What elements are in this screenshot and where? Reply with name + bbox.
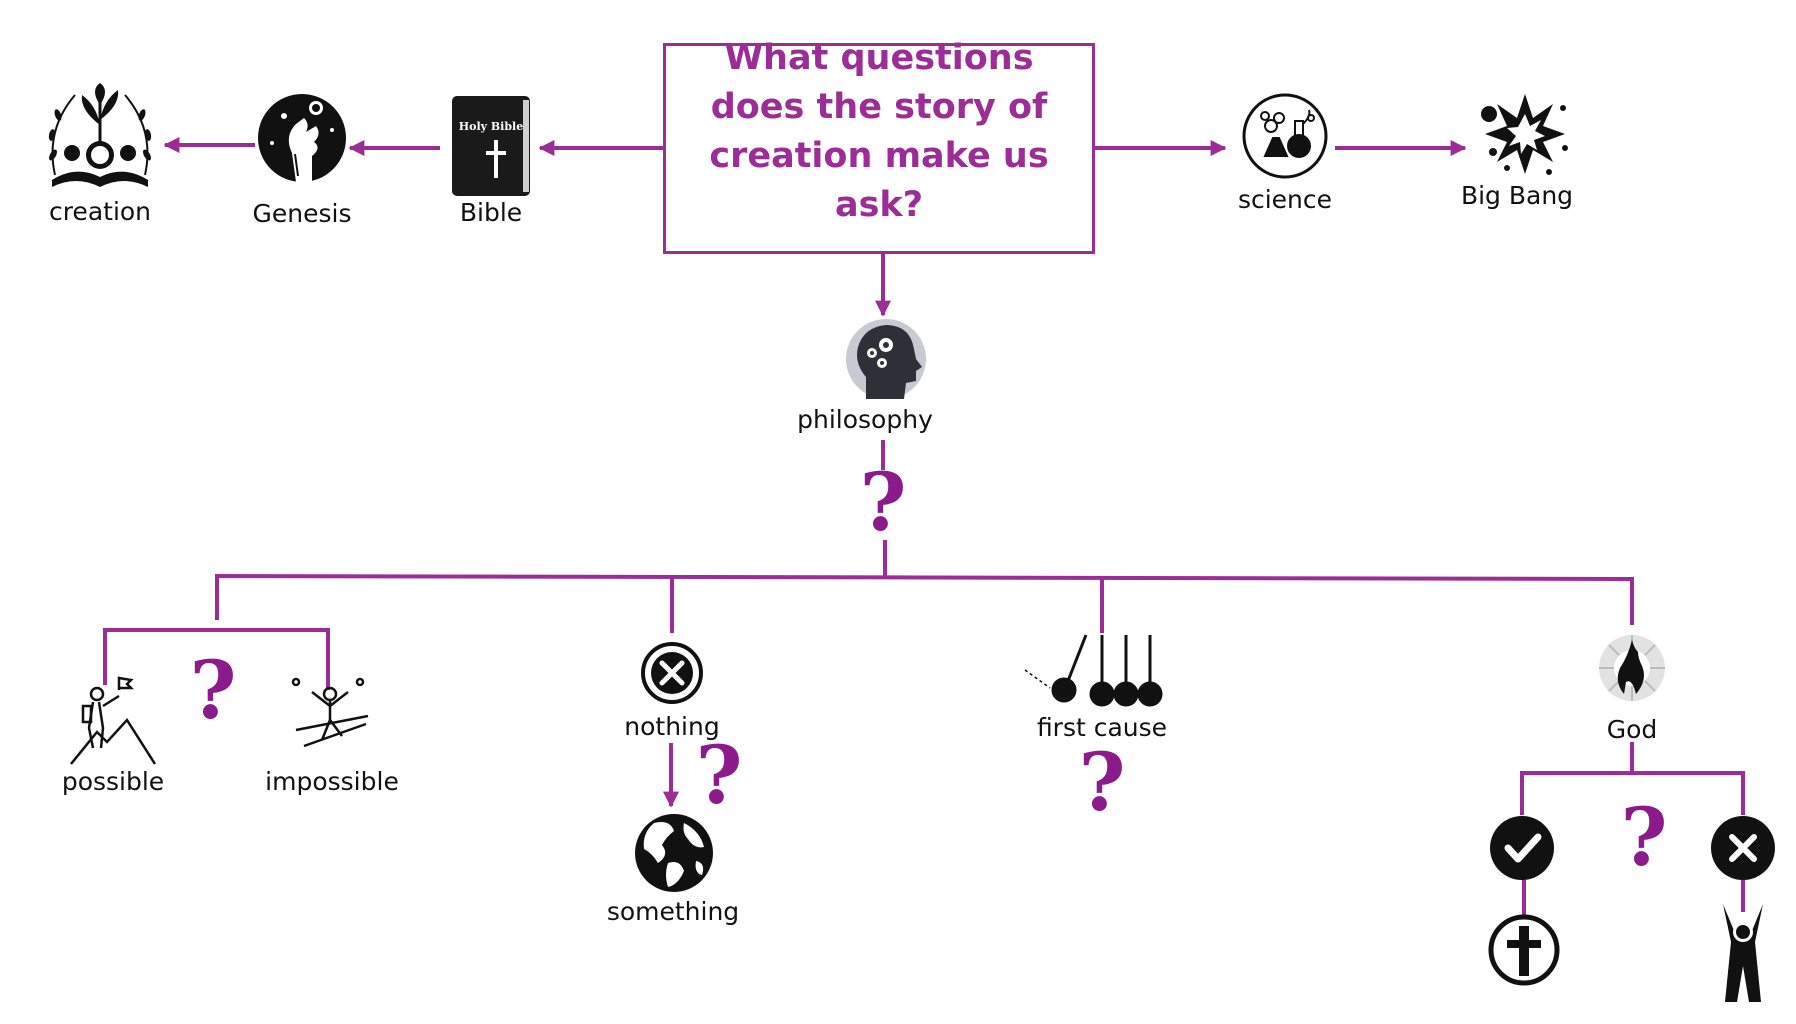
connectors [103, 137, 1745, 920]
possible-impossible-bar [103, 628, 330, 690]
title-box: What questions does the story of creatio… [663, 38, 1095, 254]
philosophy-icon [846, 319, 926, 399]
creation-icon [48, 83, 152, 187]
something-icon [635, 814, 713, 892]
impossible-icon [291, 677, 369, 748]
label-nothing: nothing [624, 712, 720, 741]
label-philosophy: philosophy [797, 405, 933, 434]
big-bang-icon [1481, 94, 1568, 175]
question-mark-philosophy: ? [859, 455, 907, 549]
label-god: God [1606, 715, 1658, 744]
label-genesis: Genesis [252, 199, 352, 228]
genesis-icon [258, 94, 346, 182]
label-science: science [1237, 185, 1333, 214]
label-impossible: impossible [265, 767, 399, 796]
happy-human-icon [1723, 904, 1763, 1002]
label-creation: creation [48, 197, 152, 226]
label-something: something [606, 897, 740, 926]
question-mark-god: ? [1620, 790, 1668, 884]
label-first-cause: first cause [1036, 713, 1168, 742]
label-bible: Bible [459, 198, 523, 227]
question-mark-first-cause: ? [1078, 735, 1126, 829]
yes-icon [1490, 816, 1554, 880]
god-yes-no-bar [1520, 771, 1745, 815]
nothing-icon [641, 642, 703, 704]
label-possible: possible [61, 767, 165, 796]
no-icon [1711, 816, 1775, 880]
main-branch-bar [215, 573, 1634, 625]
bible-cover-text: Holy Bible [459, 120, 523, 133]
label-big-bang: Big Bang [1460, 181, 1574, 210]
page-title: What questions does the story of creatio… [709, 37, 1049, 225]
bible-icon: Holy Bible [452, 96, 530, 196]
question-mark-possible: ? [189, 643, 237, 737]
question-mark-nothing: ? [695, 728, 743, 822]
science-icon [1242, 93, 1328, 179]
possible-icon [70, 676, 157, 765]
christian-cross-icon [1488, 914, 1560, 986]
god-icon [1599, 635, 1665, 701]
first-cause-icon [1024, 634, 1163, 707]
